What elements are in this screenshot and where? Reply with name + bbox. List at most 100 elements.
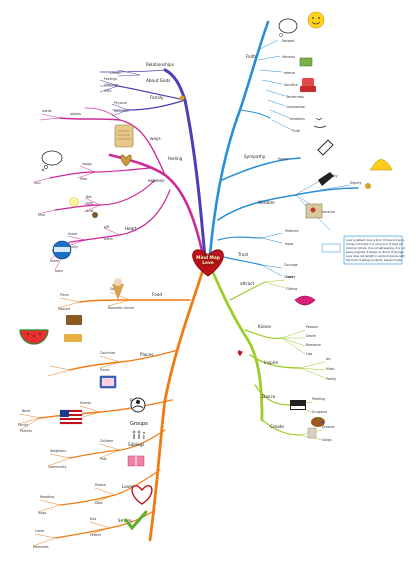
branch-blue-twigs xyxy=(257,39,351,277)
orange-label-memories: Memories xyxy=(33,545,49,549)
blue-label-tenderness: Tenderness xyxy=(285,95,304,99)
green-label-dreams: Dreams xyxy=(322,425,335,429)
green-label-inspire: Inspire xyxy=(264,360,279,365)
blue-label-compassion: Compassion xyxy=(286,105,305,109)
orange-label-travel: Travel xyxy=(99,368,110,372)
green-label-flirting: Flirting xyxy=(286,287,297,291)
palette-icon xyxy=(311,417,325,427)
magenta-label-words: words xyxy=(42,109,52,113)
orange-label-kiss: Kiss xyxy=(90,517,97,521)
face-icon xyxy=(313,117,327,128)
statue-icon xyxy=(307,427,317,439)
picnic-basket-icon xyxy=(66,315,82,325)
magenta-label-feeling: feeling xyxy=(168,156,183,161)
watermelon-icon xyxy=(19,329,49,345)
green-label-attract: attract xyxy=(240,281,254,286)
quote-line-5: Love does not delight in evil but rejoic… xyxy=(346,254,405,258)
purple-label-physical: Physical xyxy=(114,101,127,105)
purple-label-romantic: Romantic xyxy=(114,109,129,113)
blue-label-courage: Courage xyxy=(284,263,297,267)
purple-label-feelings: Feelings xyxy=(104,77,117,81)
central-topic[interactable]: Mind Map Love xyxy=(192,249,224,277)
orange-label-places: Places xyxy=(140,352,153,357)
green-label-love: Love xyxy=(286,275,294,279)
magenta-label-always: always xyxy=(70,112,81,116)
checkmark-icon xyxy=(124,510,148,531)
orange-label-neighbors: Neighbors xyxy=(50,449,67,453)
green-label-kisses: Kisses xyxy=(258,324,271,329)
magenta-label-help: Help xyxy=(80,177,87,181)
map-icon xyxy=(305,203,323,219)
blue-label-hope: Hope xyxy=(285,242,293,246)
green-label-songs: Songs xyxy=(322,438,332,442)
smiley-icon xyxy=(307,11,325,29)
orange-label-groups: Groups xyxy=(130,421,148,427)
branch-orange-twigs xyxy=(17,291,131,547)
branch-green xyxy=(210,268,301,436)
blue-label-respect: Respect xyxy=(282,39,295,43)
magenta-label-soul: soul xyxy=(34,181,41,185)
ice-cream-icon xyxy=(112,278,124,300)
bee-icon xyxy=(365,183,371,189)
blue-label-charity: Charity xyxy=(284,275,296,279)
thought-bubble-icon-2 xyxy=(278,18,298,37)
magenta-label-warm: warm xyxy=(104,237,113,241)
light-bulb-icon xyxy=(69,197,79,207)
orange-label-wedding: Wedding xyxy=(40,495,54,499)
orange-label-dessert: Dessert xyxy=(58,307,71,311)
pencil-icon xyxy=(317,139,334,156)
orange-label-partner: Partner xyxy=(95,483,107,487)
magenta-label-share: share xyxy=(50,259,59,263)
magenta-label-gift: gift xyxy=(104,225,110,229)
scroll-icon xyxy=(114,124,134,148)
chair-icon xyxy=(300,78,316,92)
blue-label-emotions: emotions xyxy=(290,117,305,121)
blue-label-happy: Happy xyxy=(278,157,288,161)
quote-line-2: it does not boast, it is not proud. It d… xyxy=(346,242,403,246)
magenta-label-heart: Heart xyxy=(125,226,137,231)
magenta-label-kind: kind xyxy=(38,213,45,217)
purple-label-family: Family xyxy=(150,95,164,100)
orange-label-siblings: Siblings xyxy=(128,442,144,447)
orange-label-lovers: Lovers xyxy=(122,484,136,489)
branch-purple xyxy=(99,68,207,260)
group-people-icon xyxy=(130,397,146,413)
green-label-music: Music xyxy=(326,367,335,371)
green-label-art: Art xyxy=(326,357,331,361)
blue-label-trust: Trust xyxy=(237,252,248,257)
purple-label-about: About Gods xyxy=(146,78,170,83)
green-label-romance: Romance xyxy=(306,343,321,347)
blue-label-faith: Faith xyxy=(246,54,256,59)
orange-label-date: Date xyxy=(95,501,103,505)
money-icon xyxy=(299,57,313,67)
arrow-icon xyxy=(318,172,334,186)
purple-label-gifts: Gifts xyxy=(104,89,112,93)
orange-label-community: Community xyxy=(48,465,67,469)
food-icon xyxy=(64,334,82,342)
central-title-line1: Mind Map xyxy=(196,255,220,261)
orange-label-pets: Pets xyxy=(100,457,107,461)
orange-label-children: Children xyxy=(100,439,113,443)
branch-purple-twigs xyxy=(99,69,141,117)
magenta-label-express: express xyxy=(148,178,164,183)
thought-bubble-icon xyxy=(41,150,63,172)
purple-label-offerings: Offerings xyxy=(104,83,119,87)
small-heart-icon xyxy=(237,350,243,356)
blue-label-sympathy: Sympathy xyxy=(244,154,266,159)
magenta-label-ways: ways xyxy=(150,136,161,141)
quote-line-3: dishonor others, it is not self-seeking,… xyxy=(346,246,405,250)
magenta-label-trust: trust xyxy=(86,209,94,213)
gift-box-icon xyxy=(127,455,145,467)
orange-label-letters: Letters xyxy=(90,533,101,537)
orange-label-family: Family xyxy=(18,423,28,427)
globe-icon xyxy=(52,240,72,260)
tv-icon xyxy=(99,375,117,389)
magenta-label-love: love xyxy=(86,201,93,205)
magenta-label-family: family xyxy=(68,245,78,249)
blue-label-eternal: eternal xyxy=(284,71,295,75)
blue-label-tolerance: Tolerance xyxy=(319,210,335,214)
blue-label-patience: Patience xyxy=(285,229,299,233)
quote-line-6: the truth. It always protects, always tr… xyxy=(346,258,402,262)
